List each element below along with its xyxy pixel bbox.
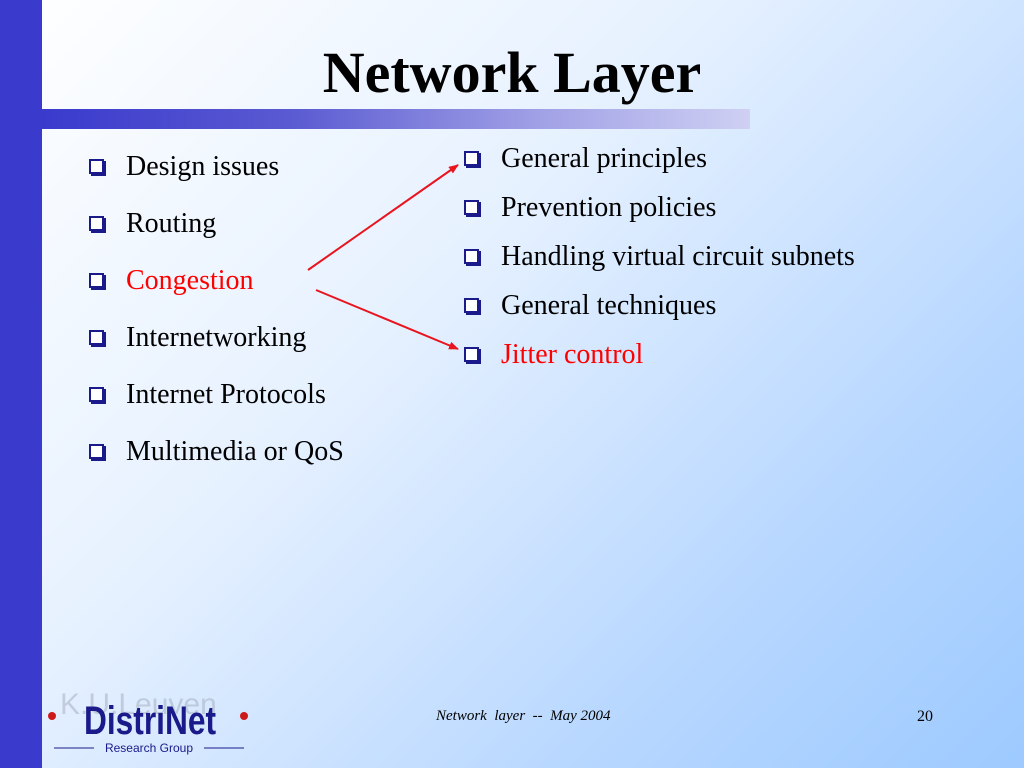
subtopic-label: General techniques <box>501 290 717 321</box>
square-bullet-icon <box>89 215 104 231</box>
subtopic-label: General principles <box>501 143 708 174</box>
topic-item-internet-protocols: Internet Protocols <box>89 366 344 423</box>
logo-watermark: K.U.Leuven <box>60 688 217 721</box>
slide-number: 20 <box>917 708 933 725</box>
subtopic-item-jitter-control: Jitter control <box>464 330 855 379</box>
topic-item-routing: Routing <box>89 195 344 252</box>
subtopic-label-highlighted: Jitter control <box>501 339 644 370</box>
square-bullet-icon <box>89 386 104 402</box>
square-bullet-icon <box>464 199 479 215</box>
square-bullet-icon <box>464 346 479 362</box>
topic-label: Routing <box>126 208 217 239</box>
slide-title: Network Layer <box>322 40 702 105</box>
subtopic-item-prevention-policies: Prevention policies <box>464 183 855 232</box>
footer-text: Network layer -- May 2004 <box>436 708 611 724</box>
subtopic-label: Handling virtual circuit subnets <box>501 241 855 272</box>
square-bullet-icon <box>464 297 479 313</box>
topic-item-congestion: Congestion <box>89 252 344 309</box>
title-underline-bar <box>42 109 750 129</box>
topic-label: Multimedia or QoS <box>126 436 344 467</box>
topic-item-design-issues: Design issues <box>89 138 344 195</box>
subtopic-item-virtual-circuit-subnets: Handling virtual circuit subnets <box>464 232 855 281</box>
subtopic-label: Prevention policies <box>501 192 717 223</box>
congestion-subtopics-list: General principles Prevention policies H… <box>464 134 855 379</box>
topic-label: Internetworking <box>126 322 307 353</box>
topic-item-internetworking: Internetworking <box>89 309 344 366</box>
square-bullet-icon <box>464 150 479 166</box>
subtopic-item-general-principles: General principles <box>464 134 855 183</box>
square-bullet-icon <box>89 158 104 174</box>
square-bullet-icon <box>89 329 104 345</box>
square-bullet-icon <box>89 272 104 288</box>
subtopic-item-general-techniques: General techniques <box>464 281 855 330</box>
left-accent-bar <box>0 0 42 768</box>
distrinet-logo: K.U.Leuven DistriNet Research Group <box>44 680 256 760</box>
logo-tagline: Research Group <box>105 741 193 755</box>
topic-label-highlighted: Congestion <box>126 265 254 296</box>
square-bullet-icon <box>464 248 479 264</box>
topic-item-multimedia-qos: Multimedia or QoS <box>89 423 344 480</box>
topic-label: Internet Protocols <box>126 379 326 410</box>
square-bullet-icon <box>89 443 104 459</box>
topics-list: Design issues Routing Congestion Interne… <box>89 138 344 480</box>
topic-label: Design issues <box>126 151 280 182</box>
logo-name: DistriNet <box>84 699 216 743</box>
